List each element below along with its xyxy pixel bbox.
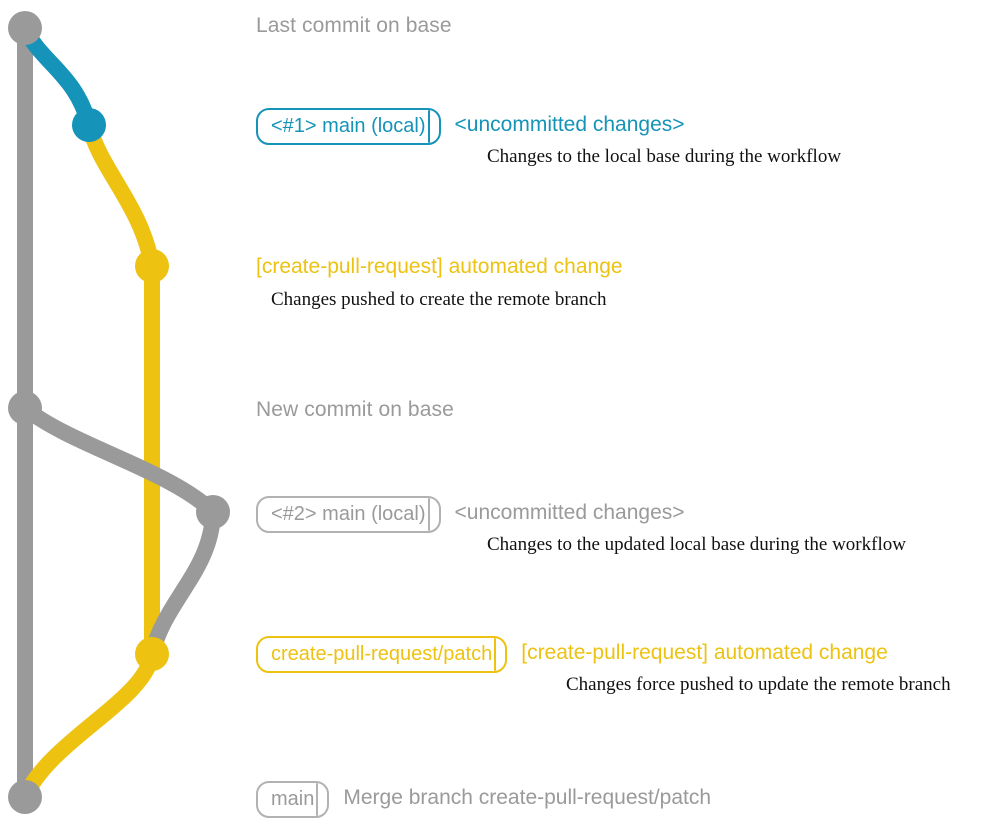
note-local-main-2: Changes to the updated local base during…: [487, 534, 906, 555]
edge-patch2-to-merge: [17, 646, 160, 805]
ref-badge-local-main-2[interactable]: <#2> main (local): [256, 496, 441, 533]
commit-node-base-new: [8, 391, 42, 425]
row-local-main-2: <#2> main (local) <uncommitted changes>: [256, 496, 685, 533]
row-local-main-1: <#1> main (local) <uncommitted changes>: [256, 108, 685, 145]
commit-subject-automated-change-1: [create-pull-request] automated change: [256, 255, 623, 278]
commit-node-patch-1: [135, 249, 169, 283]
edge-local2-to-patch2: [144, 504, 221, 662]
note-local-main-1: Changes to the local base during the wor…: [487, 146, 842, 167]
note-automated-change-1: Changes pushed to create the remote bran…: [271, 289, 607, 310]
ref-badge-local-main-1[interactable]: <#1> main (local): [256, 108, 441, 145]
caption-new-commit-on-base: New commit on base: [256, 398, 454, 421]
commit-node-base-head: [8, 11, 42, 45]
row-automated-change-2: create-pull-request/patch [create-pull-r…: [256, 636, 888, 673]
caption-last-commit-on-base: Last commit on base: [256, 14, 452, 37]
commit-subject-merge: Merge branch create-pull-request/patch: [343, 786, 712, 809]
commit-subject-local-main-2: <uncommitted changes>: [454, 501, 685, 524]
note-automated-change-2: Changes force pushed to update the remot…: [566, 674, 951, 695]
commit-subject-local-main-1: <uncommitted changes>: [454, 113, 685, 136]
row-merge-commit: main Merge branch create-pull-request/pa…: [256, 781, 711, 818]
ref-badge-main[interactable]: main: [256, 781, 330, 818]
row-automated-change-1: [create-pull-request] automated change: [256, 254, 623, 280]
row-last-commit-on-base: Last commit on base: [256, 13, 452, 39]
commit-node-local-2: [196, 495, 230, 529]
commit-subject-automated-change-2: [create-pull-request] automated change: [521, 641, 888, 664]
edge-basenew-to-local2: [17, 400, 221, 520]
ref-badge-create-pull-request-patch[interactable]: create-pull-request/patch: [256, 636, 508, 673]
commit-node-merge-head: [8, 780, 42, 814]
edge-local1-to-patch1: [81, 117, 160, 274]
commit-node-local-1: [72, 108, 106, 142]
commit-node-patch-2: [135, 637, 169, 671]
row-new-commit-on-base: New commit on base: [256, 397, 454, 423]
edge-base-to-local1: [17, 20, 97, 133]
